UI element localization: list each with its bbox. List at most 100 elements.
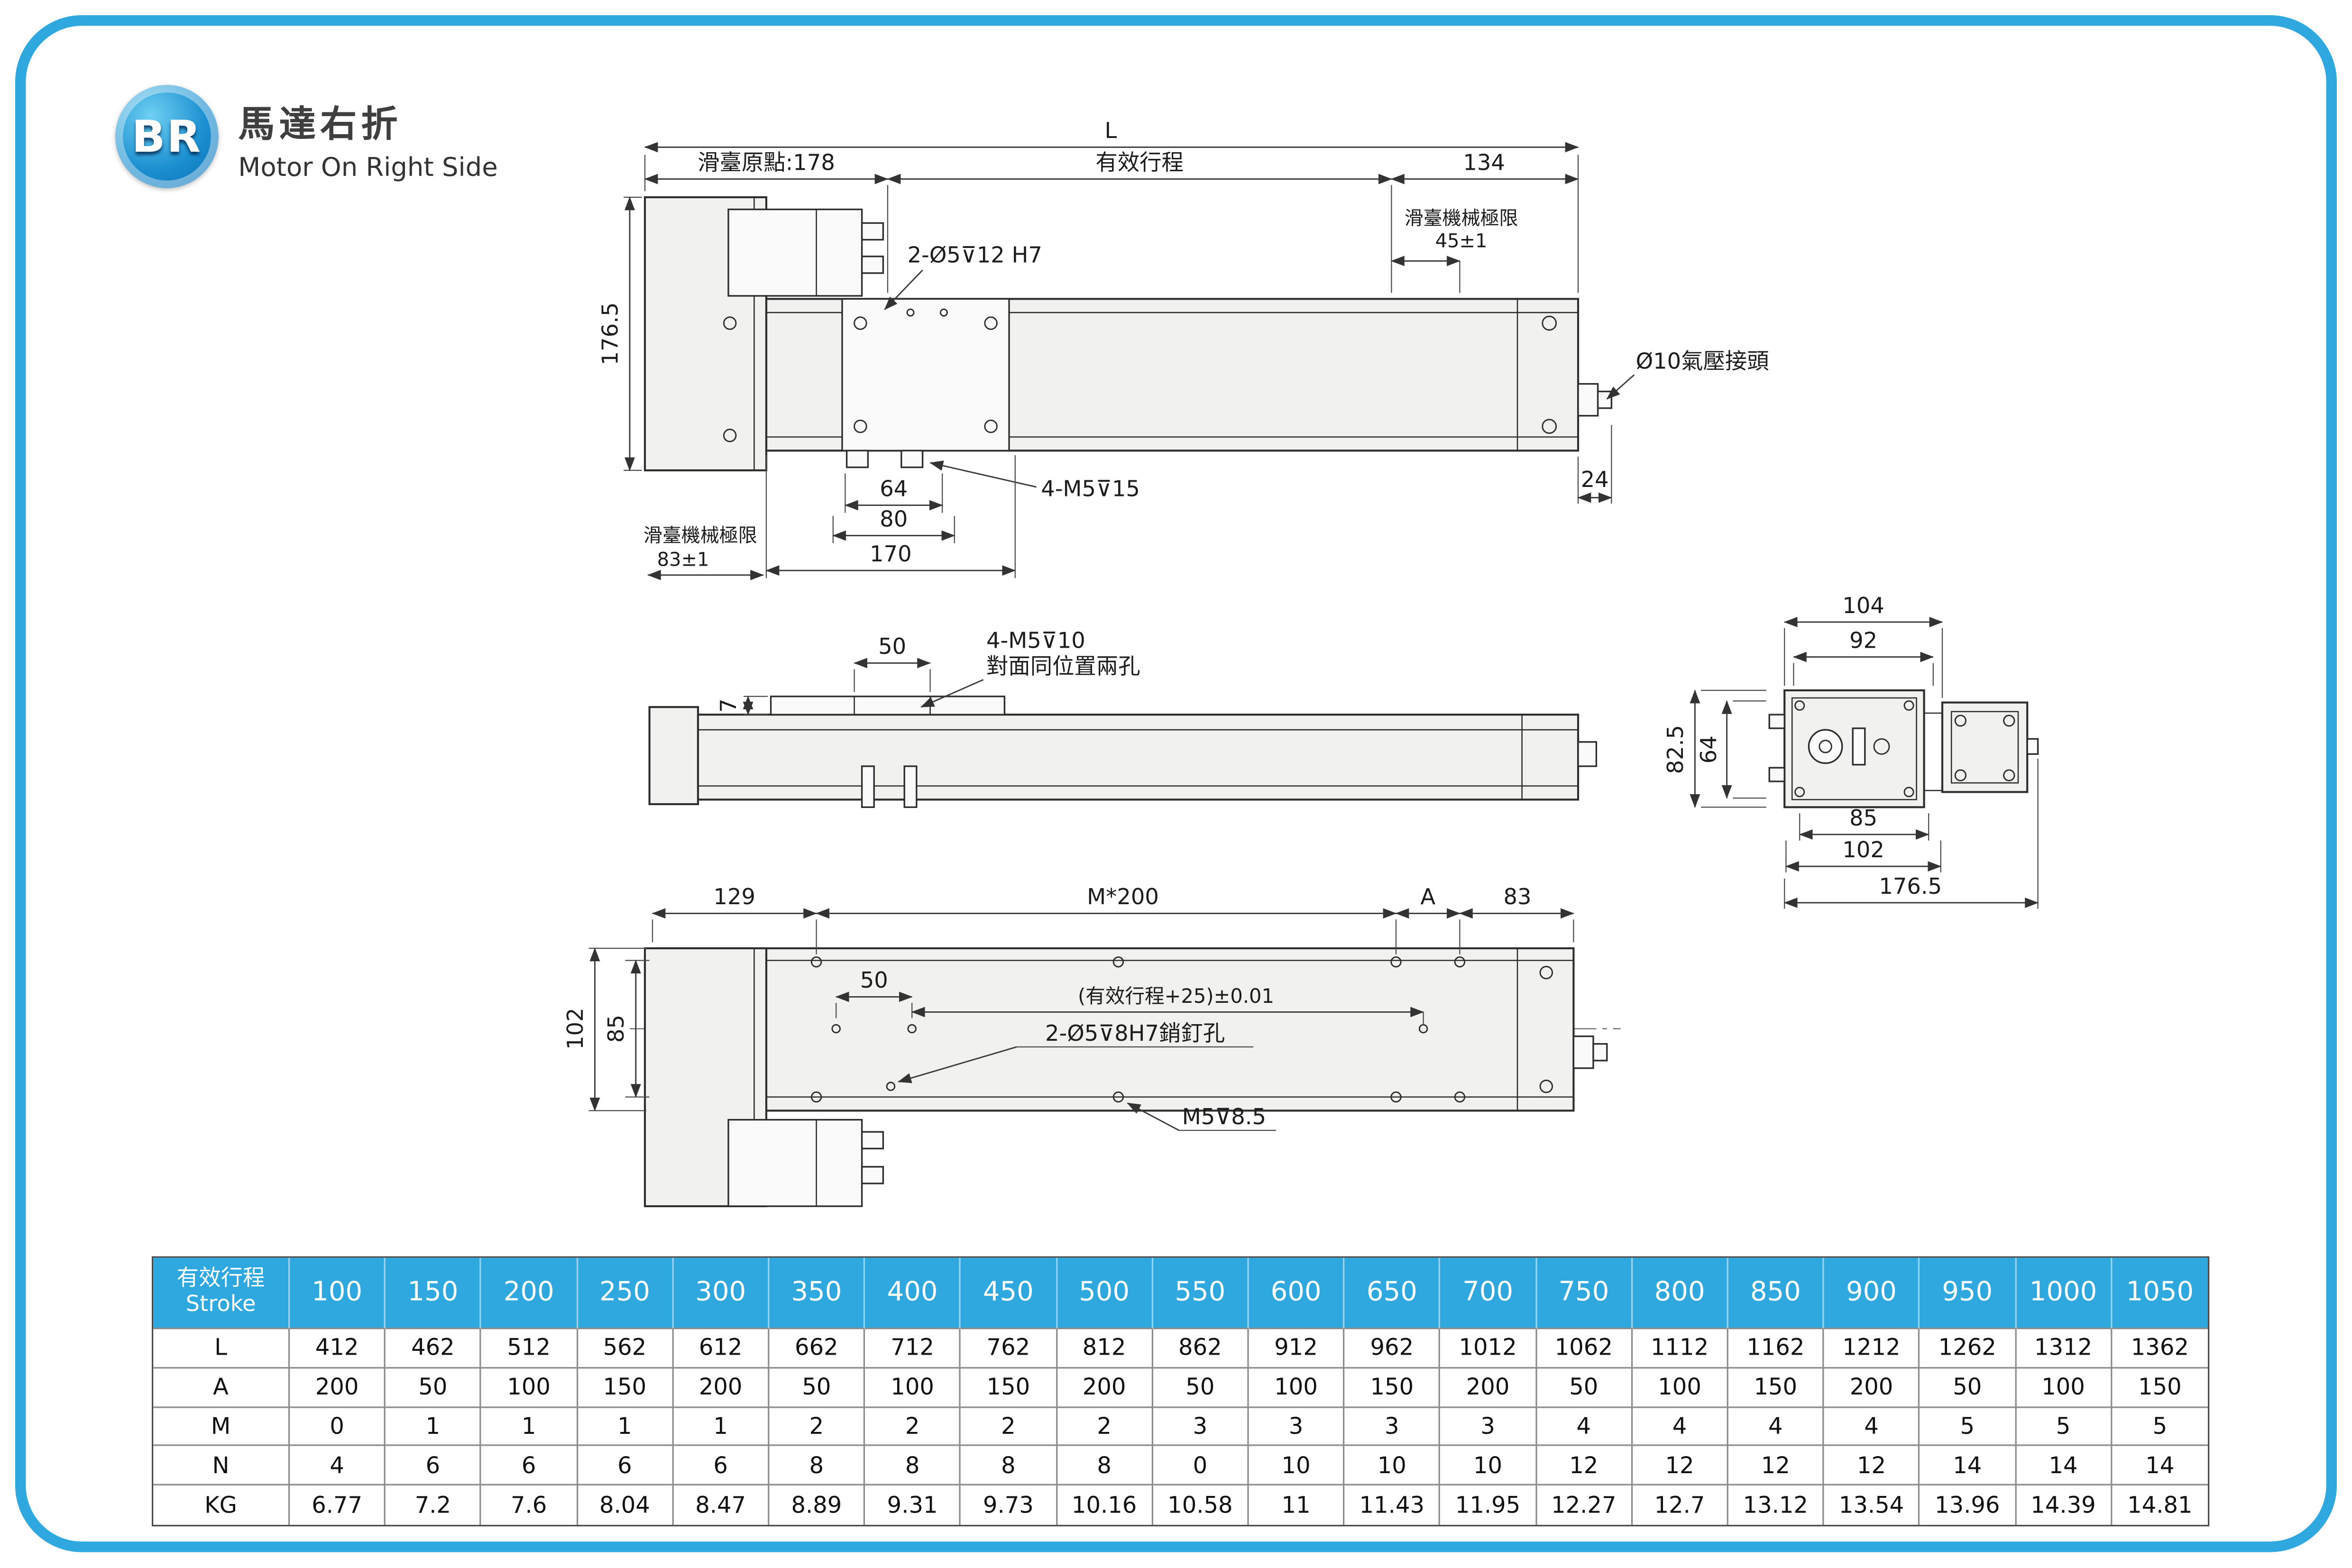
table-cell: 150: [2112, 1368, 2208, 1408]
holes-label: 2-Ø5⊽12 H7: [908, 242, 1042, 268]
table-cell: 1: [577, 1407, 674, 1447]
table-cell: 462: [386, 1329, 482, 1368]
table-cell: 150: [1344, 1368, 1441, 1408]
dim-129: 129: [714, 884, 756, 909]
table-cell: 9.31: [865, 1485, 961, 1525]
opposite-holes-label: 對面同位置兩孔: [986, 653, 1140, 679]
table-cell: 100: [1632, 1368, 1728, 1408]
table-cell: 1012: [1441, 1329, 1537, 1368]
table-cell: 1: [673, 1407, 770, 1447]
end-view: 104 92 82.5 64 85 102 176.5: [1663, 593, 2039, 909]
table-header-cell: 300: [673, 1257, 770, 1330]
dim-102-bottom: 102: [562, 1008, 588, 1050]
table-header-cell: 500: [1057, 1257, 1153, 1330]
m5-label-top: 4-M5⊽15: [1041, 476, 1140, 501]
table-header-cell: 400: [865, 1257, 961, 1330]
table-cell: 150: [1728, 1368, 1824, 1408]
table-header-cell: 250: [577, 1257, 674, 1330]
table-cell: 150: [577, 1368, 674, 1408]
table-cell: 8: [769, 1446, 865, 1486]
table-row-label: N: [153, 1446, 290, 1486]
table-header-cell: 700: [1441, 1257, 1537, 1330]
table-cell: 50: [386, 1368, 482, 1408]
table-cell: 8: [961, 1446, 1057, 1486]
table-cell: 14.39: [2016, 1485, 2112, 1525]
table-cell: 412: [290, 1329, 386, 1368]
table-cell: 100: [481, 1368, 578, 1408]
dim-170: 170: [870, 541, 912, 567]
table-cell: 0: [1153, 1446, 1249, 1486]
header: BR 馬達右折 Motor On Right Side: [115, 85, 498, 188]
table-cell: 8: [865, 1446, 961, 1486]
table-cell: 2: [961, 1407, 1057, 1447]
table-cell: 200: [1824, 1368, 1920, 1408]
table-header-cell: 1000: [2016, 1257, 2112, 1330]
table-cell: 1062: [1536, 1329, 1633, 1368]
table-cell: 2: [865, 1407, 961, 1447]
dim-85-end: 85: [1849, 805, 1877, 831]
titles: 馬達右折 Motor On Right Side: [238, 85, 497, 184]
table-cell: 4: [290, 1446, 386, 1486]
table-cell: 9.73: [961, 1485, 1057, 1525]
table-cell: 100: [865, 1368, 961, 1408]
table-row-label: KG: [153, 1485, 290, 1525]
table-header-cell: 750: [1536, 1257, 1633, 1330]
table-cell: 14: [1920, 1446, 2016, 1486]
table-cell: 5: [2112, 1407, 2208, 1447]
table-cell: 612: [673, 1329, 770, 1368]
table-cell: 12: [1536, 1446, 1633, 1486]
table-cell: 50: [1153, 1368, 1249, 1408]
table-header-cell: 200: [481, 1257, 578, 1330]
dim-64: 64: [880, 476, 908, 501]
table-cell: 1212: [1824, 1329, 1920, 1368]
dim-92: 92: [1849, 627, 1877, 653]
table-header-cell: 850: [1728, 1257, 1824, 1330]
table-cell: 7.6: [482, 1485, 578, 1525]
dim-50-bottom: 50: [860, 967, 888, 993]
table-row-label: A: [153, 1368, 290, 1408]
table-cell: 2: [1057, 1407, 1153, 1447]
table-cell: 200: [673, 1368, 770, 1408]
table-cell: 5: [1920, 1407, 2016, 1447]
table-cell: 12.27: [1536, 1485, 1633, 1525]
table-cell: 7.2: [386, 1485, 482, 1525]
table-cell: 10.16: [1057, 1485, 1153, 1525]
side-view: 50 4-M5⊽10 對面同位置兩孔 7: [648, 627, 1598, 808]
table-cell: 1162: [1728, 1329, 1824, 1368]
table-cell: 100: [2016, 1368, 2112, 1408]
table-cell: 3: [1344, 1407, 1441, 1447]
table-cell: 13.96: [1920, 1485, 2016, 1525]
table-cell: 11.43: [1345, 1485, 1441, 1525]
table-cell: 662: [769, 1329, 865, 1368]
table-cell: 762: [961, 1329, 1057, 1368]
table-cell: 50: [1536, 1368, 1633, 1408]
table-row-label: L: [153, 1329, 290, 1368]
table-header-cell: 800: [1632, 1257, 1728, 1330]
table-cell: 1312: [2016, 1329, 2112, 1368]
table-header-cell: 600: [1249, 1257, 1345, 1330]
dim-176-5: 176.5: [597, 303, 623, 366]
m5-label-side: 4-M5⊽10: [986, 627, 1085, 653]
table-cell: 14: [2112, 1447, 2208, 1486]
table-cell: 912: [1249, 1329, 1345, 1368]
table-cell: 6: [481, 1446, 578, 1486]
table-cell: 4: [1632, 1407, 1728, 1447]
limit-left-label: 滑臺機械極限: [643, 524, 757, 546]
table-cell: 11: [1249, 1485, 1345, 1525]
table-header-stroke-zh: 有效行程: [176, 1266, 265, 1291]
table-cell: 13.54: [1824, 1485, 1920, 1525]
table-cell: 2: [769, 1407, 865, 1447]
dim-A: A: [1420, 884, 1435, 909]
limit-right-label: 滑臺機械極限: [1405, 208, 1518, 229]
dim-82-5: 82.5: [1663, 725, 1688, 774]
table-cell: 4: [1728, 1407, 1824, 1447]
dim-80: 80: [880, 506, 908, 532]
dim-7: 7: [716, 698, 741, 713]
dim-134: 134: [1463, 149, 1505, 175]
table-cell: 11.95: [1441, 1485, 1537, 1525]
